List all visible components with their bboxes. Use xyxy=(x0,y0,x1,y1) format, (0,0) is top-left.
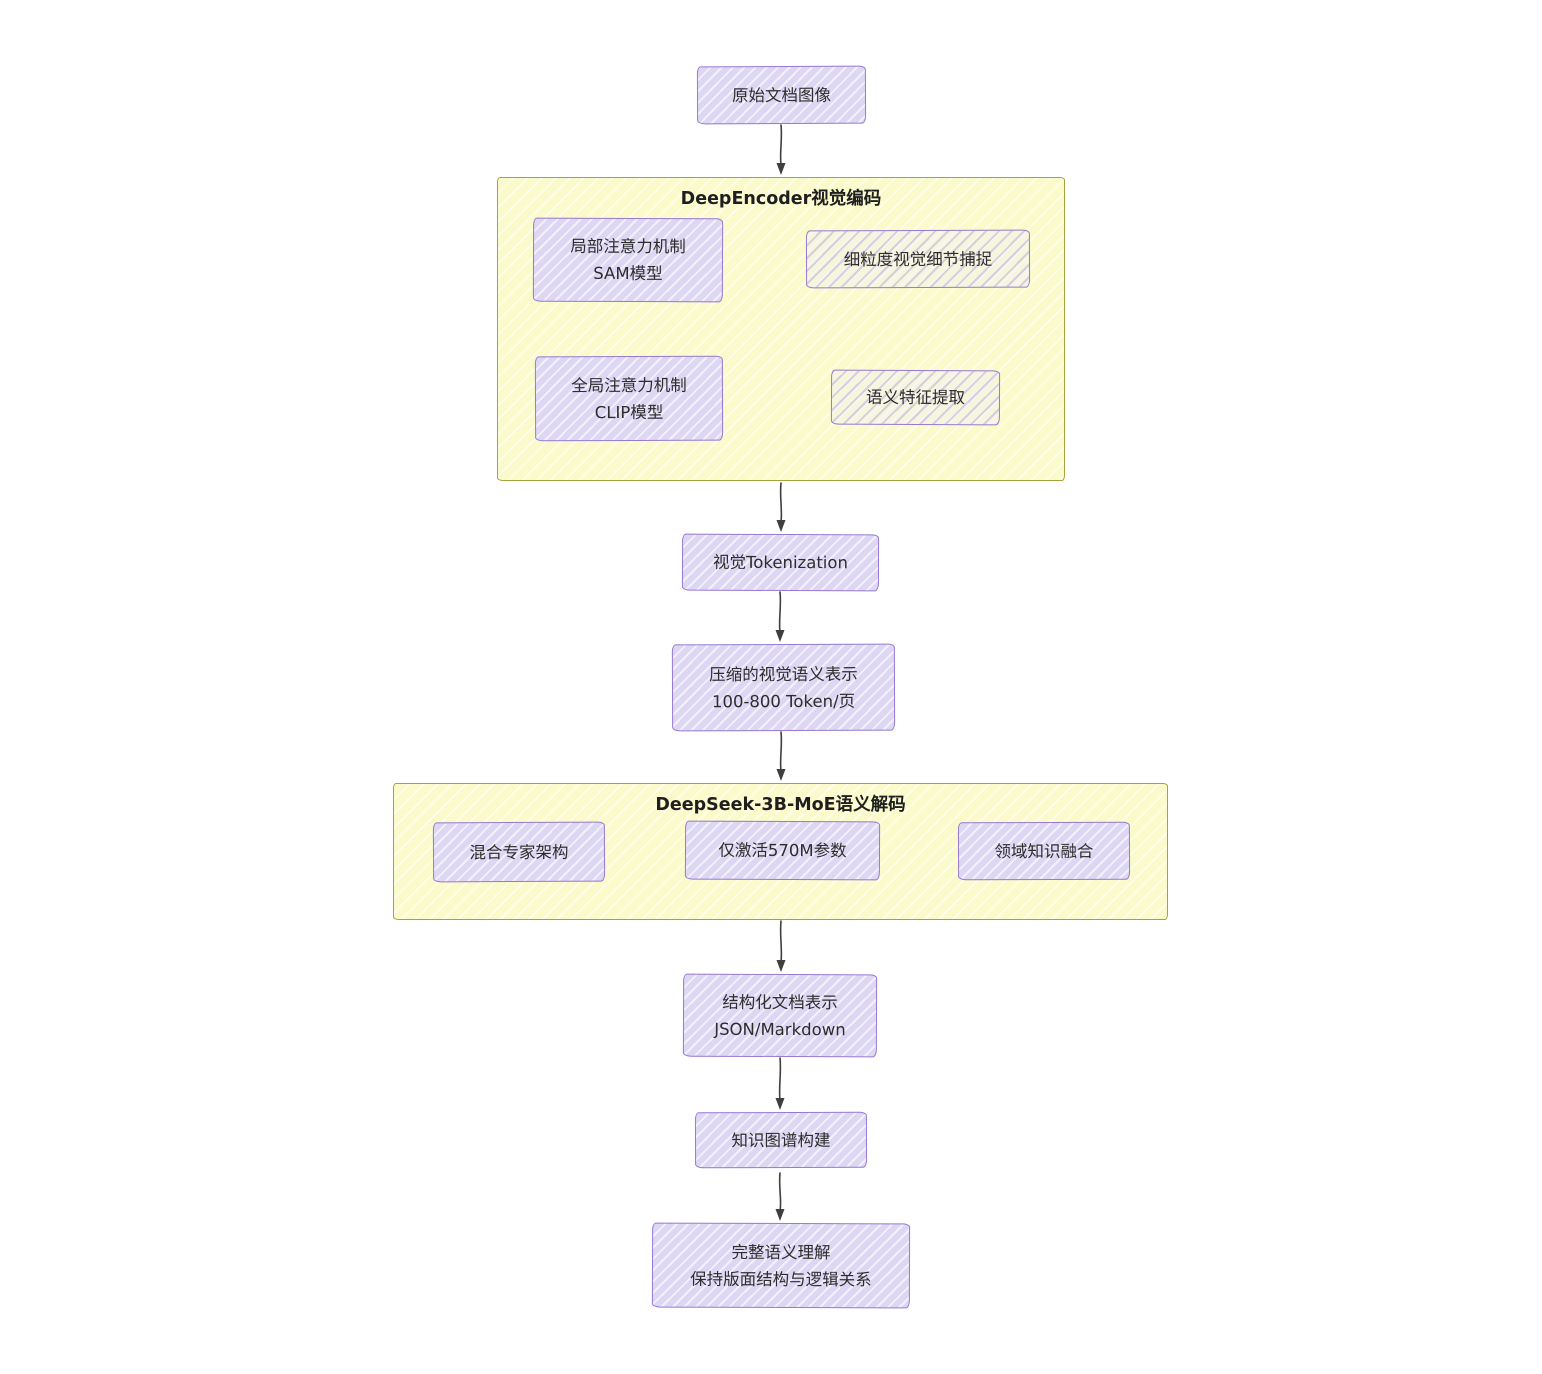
arrow-kg-to-final xyxy=(778,1172,782,1212)
node-structured-document: 结构化文档表示 JSON/Markdown xyxy=(682,973,878,1058)
node-label: 细粒度视觉细节捕捉 xyxy=(843,249,993,269)
arrowhead xyxy=(775,1209,785,1221)
arrow-source-to-encoder xyxy=(779,124,783,166)
node-semantic-feature-extraction: 语义特征提取 xyxy=(830,369,1001,426)
node-mixture-of-experts: 混合专家架构 xyxy=(432,821,606,883)
node-label-line1: 结构化文档表示 xyxy=(722,992,838,1012)
arrowhead xyxy=(776,769,786,781)
arrowhead xyxy=(775,1098,785,1110)
node-complete-semantic-understanding: 完整语义理解 保持版面结构与逻辑关系 xyxy=(651,1222,911,1309)
node-label-line2: JSON/Markdown xyxy=(714,1019,846,1039)
arrowhead xyxy=(775,630,785,642)
node-label: 语义特征提取 xyxy=(865,387,966,408)
node-active-params: 仅激活570M参数 xyxy=(684,820,881,881)
node-label: 仅激活570M参数 xyxy=(718,840,847,861)
node-label-line2: SAM模型 xyxy=(593,263,663,284)
node-global-attention-clip: 全局注意力机制 CLIP模型 xyxy=(534,355,724,442)
arrow-compressed-to-decoder xyxy=(779,731,783,772)
arrow-token-to-compressed xyxy=(778,591,782,633)
arrow-encoder-to-token xyxy=(779,482,783,523)
node-label: 知识图谱构建 xyxy=(731,1130,831,1150)
container-deepseek-moe-title: DeepSeek-3B-MoE语义解码 xyxy=(655,795,906,815)
node-label: 混合专家架构 xyxy=(469,842,569,862)
arrowhead xyxy=(776,960,786,972)
node-source-document: 原始文档图像 xyxy=(696,65,867,125)
node-label: 领域知识融合 xyxy=(994,841,1094,861)
arrow-decoder-to-structured xyxy=(779,920,783,963)
node-knowledge-graph: 知识图谱构建 xyxy=(694,1111,868,1169)
node-label-line2: 100-800 Token/页 xyxy=(711,691,856,711)
node-label: 视觉Tokenization xyxy=(712,552,848,573)
arrow-structured-to-kg xyxy=(778,1057,782,1101)
node-visual-tokenization: 视觉Tokenization xyxy=(681,533,880,592)
arrowhead xyxy=(776,520,786,532)
arrowhead xyxy=(776,163,786,175)
node-label-line1: 全局注意力机制 xyxy=(571,375,687,395)
node-label-line1: 完整语义理解 xyxy=(731,1242,831,1262)
node-label-line1: 压缩的视觉语义表示 xyxy=(709,664,858,684)
node-label-line1: 局部注意力机制 xyxy=(570,236,686,257)
node-compressed-representation: 压缩的视觉语义表示 100-800 Token/页 xyxy=(671,643,896,732)
node-label-line2: CLIP模型 xyxy=(594,402,664,422)
node-domain-knowledge-fusion: 领域知识融合 xyxy=(957,821,1131,881)
container-deepencoder-title: DeepEncoder视觉编码 xyxy=(680,189,882,209)
node-label-line2: 保持版面结构与逻辑关系 xyxy=(690,1269,872,1289)
node-label: 原始文档图像 xyxy=(731,85,832,105)
node-local-attention-sam: 局部注意力机制 SAM模型 xyxy=(532,217,724,303)
node-fine-grained-detail: 细粒度视觉细节捕捉 xyxy=(805,229,1031,289)
